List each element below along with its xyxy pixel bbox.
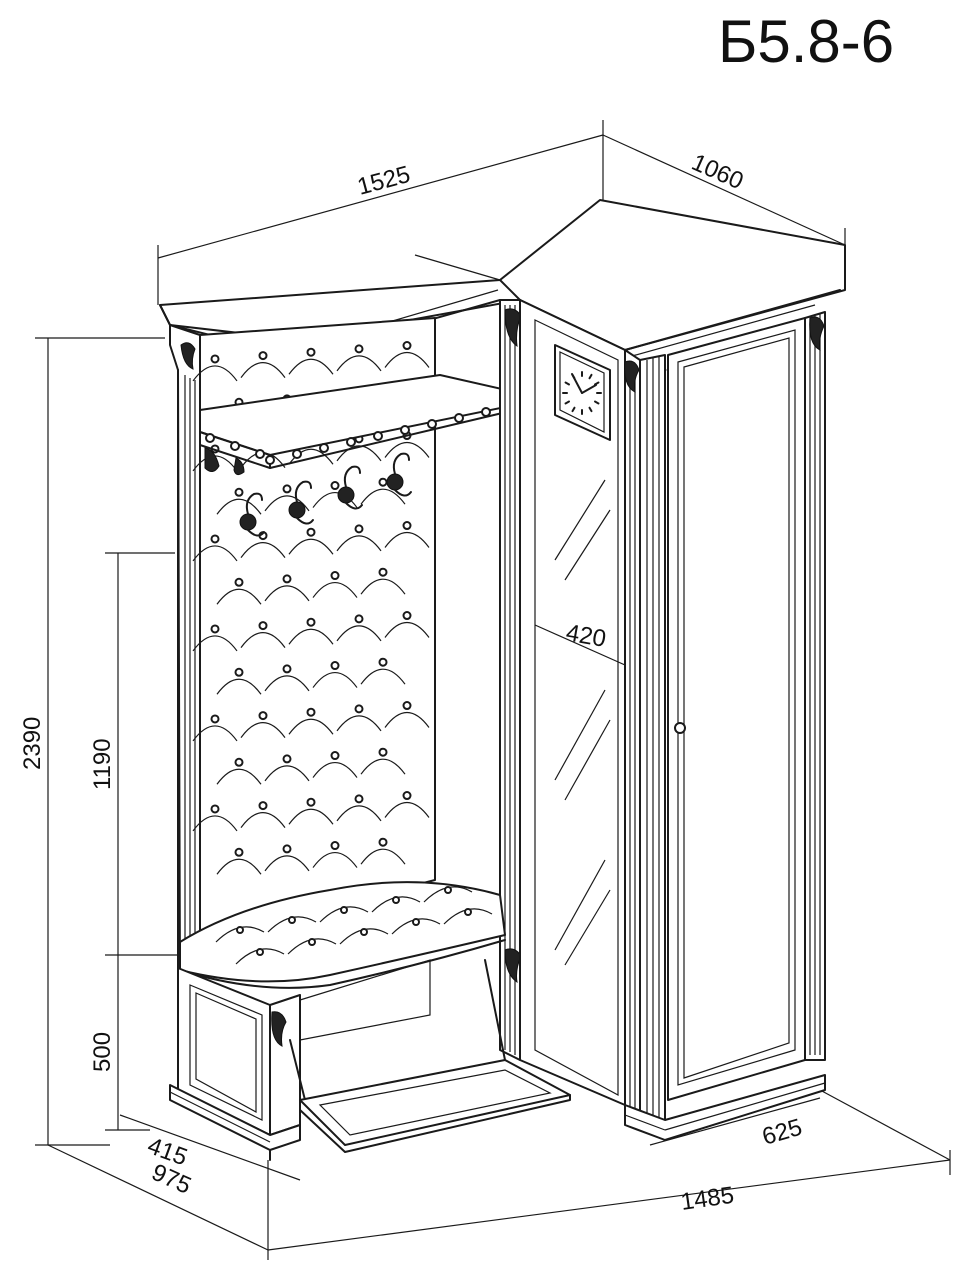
bench	[169, 881, 571, 1161]
clock-minute-hand	[581, 384, 597, 394]
wardrobe	[624, 311, 826, 1141]
shelf-bead-trim	[205, 407, 491, 465]
mirror-column: 420	[499, 299, 626, 1106]
gas-strut-left	[289, 1039, 306, 1101]
clock-numerals	[562, 371, 602, 415]
column-corbel-ornament	[504, 308, 522, 348]
bench-bracket-left	[271, 1011, 287, 1047]
wardrobe-plinth	[624, 1074, 826, 1141]
bench-flap	[299, 1059, 571, 1146]
coat-hook	[386, 452, 412, 497]
dim-2390: 2390	[19, 717, 46, 770]
bench-plinth	[169, 1084, 301, 1151]
dimension-hanger-height: 1190	[89, 552, 180, 956]
dim-500: 500	[89, 1032, 116, 1072]
dim-975: 975	[148, 1159, 196, 1200]
dim-1190: 1190	[89, 738, 116, 790]
wardrobe-door	[667, 317, 806, 1101]
model-title: Б5.8-6	[718, 8, 894, 75]
dim-1525: 1525	[355, 161, 414, 201]
dimension-base-total: 1485	[267, 1150, 951, 1251]
dim-1485: 1485	[679, 1182, 736, 1216]
dim-1060: 1060	[688, 149, 748, 195]
dimension-height-total: 2390	[19, 337, 165, 1146]
dimension-bench-height: 500	[89, 955, 150, 1131]
shelf-bracket-left	[204, 447, 220, 472]
coat-hook	[337, 465, 363, 510]
shelf-bracket-right	[233, 457, 245, 476]
gas-strut-right	[484, 959, 506, 1061]
left-corbel-ornament	[180, 342, 196, 370]
bench-cushion	[179, 881, 506, 983]
coat-hooks	[239, 452, 412, 537]
bench-tufting	[215, 886, 493, 965]
wall-clock	[554, 344, 611, 441]
wardrobe-corbel-left	[624, 360, 640, 393]
bench-bracket-ornament	[504, 948, 522, 984]
wardrobe-corbel-right	[809, 316, 825, 351]
dim-625: 625	[759, 1114, 805, 1151]
coat-hook	[239, 492, 265, 537]
door-knob	[674, 722, 686, 734]
coat-hook	[288, 480, 314, 525]
mirror-reflection-lines	[554, 479, 611, 966]
dimension-base-left: 975	[47, 1144, 269, 1260]
clock-hour-hand	[571, 373, 583, 394]
